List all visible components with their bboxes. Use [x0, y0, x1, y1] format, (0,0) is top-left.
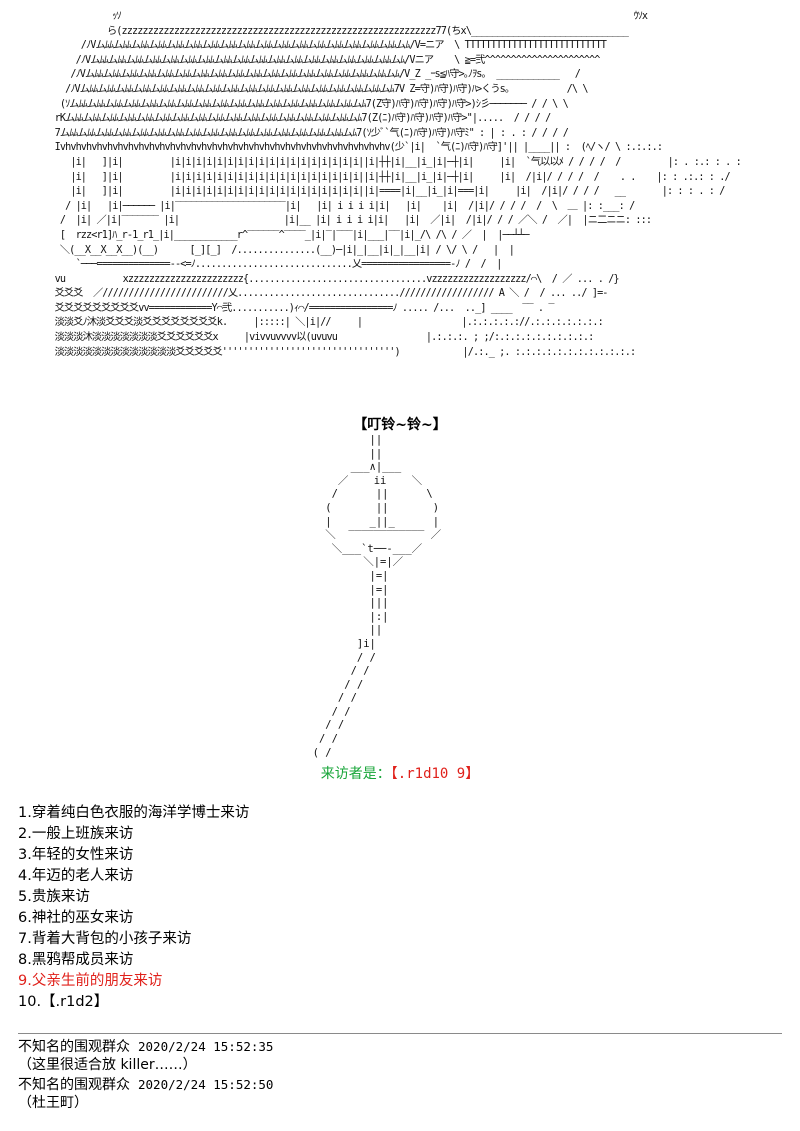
option-item: 1.穿着纯白色衣服的海洋学博士来访	[18, 805, 250, 821]
comment: 不知名的围观群众 2020/2/24 15:52:35 （这里很适合放 kille…	[18, 1037, 778, 1075]
comment: 不知名的围观群众 2020/2/24 15:52:50 （杜王町）	[18, 1075, 778, 1113]
comment-header: 不知名的围观群众 2020/2/24 15:52:35	[18, 1037, 778, 1056]
bell-title: 【叮铃~铃~】	[353, 417, 447, 433]
option-item: 5.贵族来访	[18, 889, 90, 905]
comment-header: 不知名的围观群众 2020/2/24 15:52:50	[18, 1075, 778, 1094]
option-item: 2.一般上班族来访	[18, 826, 134, 842]
option-item: 7.背着大背包的小孩子来访	[18, 931, 192, 947]
visitor-line: 来访者是：【.r1d10 9】	[0, 763, 800, 783]
option-item: 8.黑鸦帮成员来访	[18, 952, 134, 968]
comment-author: 不知名的围观群众	[18, 1077, 130, 1093]
wind-chime-ascii-art: || || ___∧|___ ／ ii ＼ / || \ ( || ) | _|…	[312, 434, 442, 759]
comment-text: （这里很适合放 killer……）	[18, 1057, 197, 1073]
visitor-dice-result: 【.r1d10 9】	[390, 766, 480, 782]
comment-timestamp: 2020/2/24 15:52:50	[138, 1077, 274, 1092]
comment-text: （杜王町）	[18, 1095, 88, 1111]
option-item: 10.【.r1d2】	[18, 994, 109, 1010]
option-item: 6.神社的巫女来访	[18, 910, 134, 926]
visitor-label: 来访者是：	[320, 766, 391, 782]
comment-author: 不知名的围观群众	[18, 1039, 130, 1055]
comments-section: 不知名的围观群众 2020/2/24 15:52:35 （这里很适合放 kille…	[18, 1037, 778, 1113]
option-item-selected: 9.父亲生前的朋友来访	[18, 973, 163, 989]
comment-timestamp: 2020/2/24 15:52:35	[138, 1039, 274, 1054]
comment-divider	[18, 1033, 782, 1034]
option-item: 3.年轻的女性来访	[18, 847, 134, 863]
option-item: 4.年迈的老人来访	[18, 868, 134, 884]
visitor-options-list: 1.穿着纯白色衣服的海洋学博士来访 2.一般上班族来访 3.年轻的女性来访 4.…	[18, 803, 249, 1013]
ascii-art-scene: ｯｿ ｳｿx ら(zzzzzzzzzzzzzzzzzzzzzzzzzzzzzzz…	[54, 11, 742, 358]
